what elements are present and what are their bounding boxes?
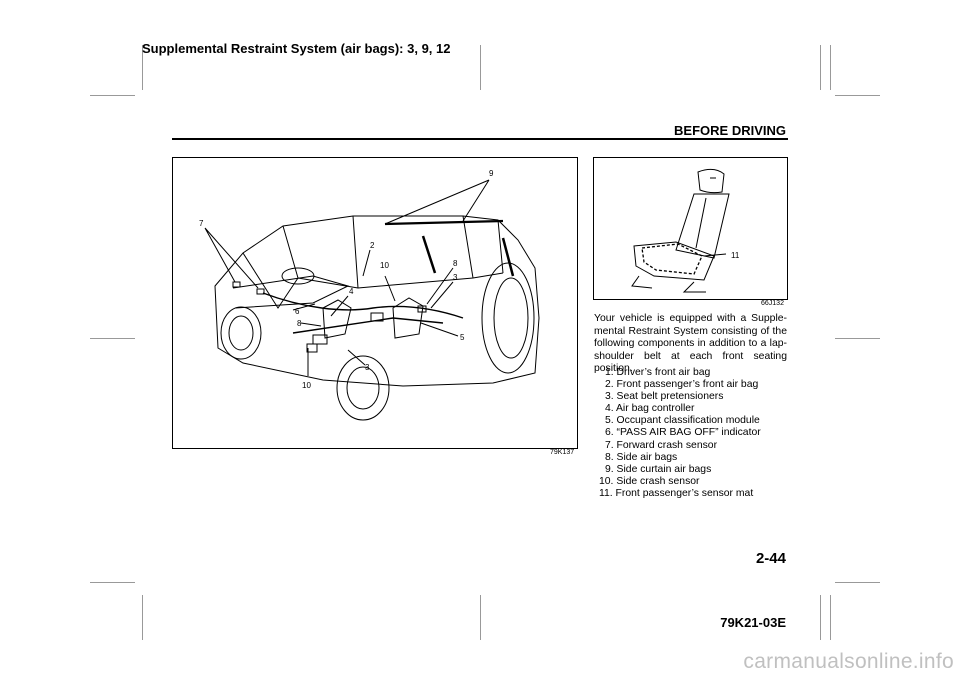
callout-7: 7: [199, 219, 204, 228]
crop-mark: [480, 45, 481, 90]
figure-code-left: 79K137: [550, 449, 575, 456]
list-item: 2. Front passenger’s front air bag: [605, 379, 759, 391]
seat-illustration: 11: [631, 168, 740, 293]
section-title: BEFORE DRIVING: [674, 123, 786, 138]
crop-mark: [90, 95, 135, 96]
watermark: carmanualsonline.info: [743, 650, 954, 673]
callout-9: 9: [489, 169, 494, 178]
list-item: 9. Side curtain air bags: [605, 463, 712, 475]
list-item: 3. Seat belt pretensioners: [605, 391, 724, 403]
callout-4: 4: [349, 287, 354, 296]
vehicle-illustration: 9 7 2 10 8 3 4 6 8 5 3 10: [199, 169, 540, 421]
list-item: 10. Side crash sensor: [599, 475, 700, 487]
crop-mark: [830, 595, 831, 640]
list-item: 6. “PASS AIR BAG OFF” indicator: [605, 427, 761, 439]
list-item: 11. Front passenger’s sensor mat: [599, 487, 754, 499]
figure-code-right: 66J132: [761, 300, 784, 307]
list-item: 5. Occupant classification module: [605, 415, 760, 427]
crop-mark: [835, 338, 880, 339]
crop-mark: [835, 582, 880, 583]
crop-mark: [830, 45, 831, 90]
seat-diagram: 11: [593, 157, 788, 300]
callout-6: 6: [295, 307, 300, 316]
callout-3: 3: [453, 273, 458, 282]
callout-8b: 8: [297, 319, 302, 328]
callout-5: 5: [460, 333, 465, 342]
callout-10b: 10: [302, 381, 311, 390]
crop-mark: [835, 95, 880, 96]
crop-mark: [142, 45, 143, 90]
crop-mark: [820, 595, 821, 640]
list-item: 8. Side air bags: [605, 451, 678, 463]
manual-title: Supplemental Restraint System (air bags)…: [142, 41, 451, 56]
callout-8: 8: [453, 259, 458, 268]
crop-mark: [820, 45, 821, 90]
list-item: 7. Forward crash sensor: [605, 439, 718, 451]
crop-mark: [480, 595, 481, 640]
crop-mark: [90, 582, 135, 583]
list-item: 4. Air bag controller: [605, 403, 695, 415]
header-rule: [172, 138, 788, 140]
vehicle-diagram: 9 7 2 10 8 3 4 6 8 5 3 10: [172, 157, 578, 449]
callout-3b: 3: [365, 363, 370, 372]
callout-11: 11: [731, 251, 740, 260]
document-code: 79K21-03E: [720, 615, 786, 630]
list-item: 1. Driver’s front air bag: [605, 367, 711, 378]
callout-2: 2: [370, 241, 375, 250]
crop-mark: [90, 338, 135, 339]
crop-mark: [142, 595, 143, 640]
callout-10: 10: [380, 261, 389, 270]
components-list: 1. Driver’s front air bag 2. Front passe…: [599, 367, 790, 500]
page-number: 2-44: [755, 550, 786, 567]
body-paragraph: Your vehicle is equipped with a Supple-m…: [594, 313, 787, 374]
